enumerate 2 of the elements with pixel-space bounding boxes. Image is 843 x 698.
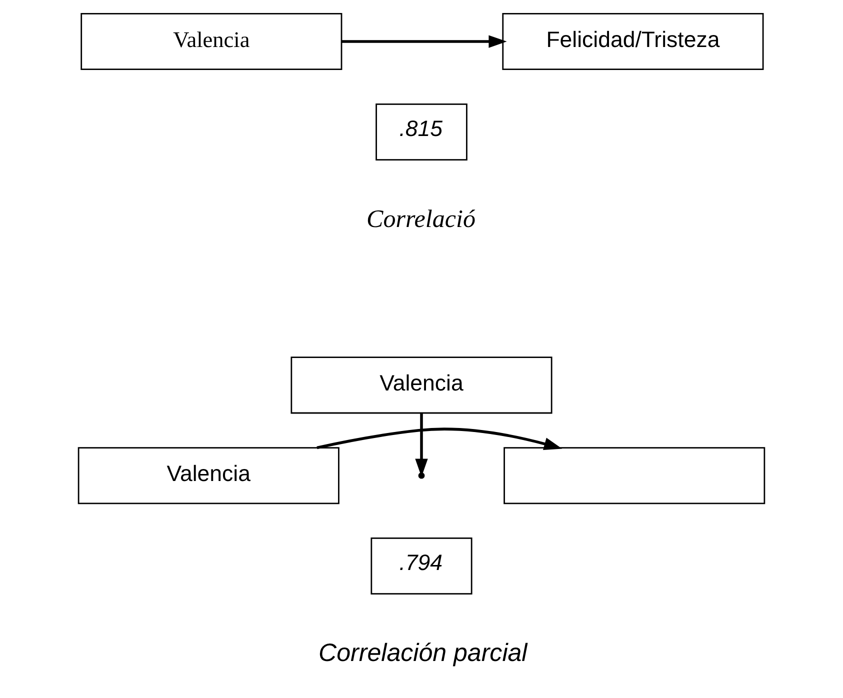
label: Correlación parcial	[318, 639, 528, 668]
label: Correlació	[366, 206, 476, 234]
